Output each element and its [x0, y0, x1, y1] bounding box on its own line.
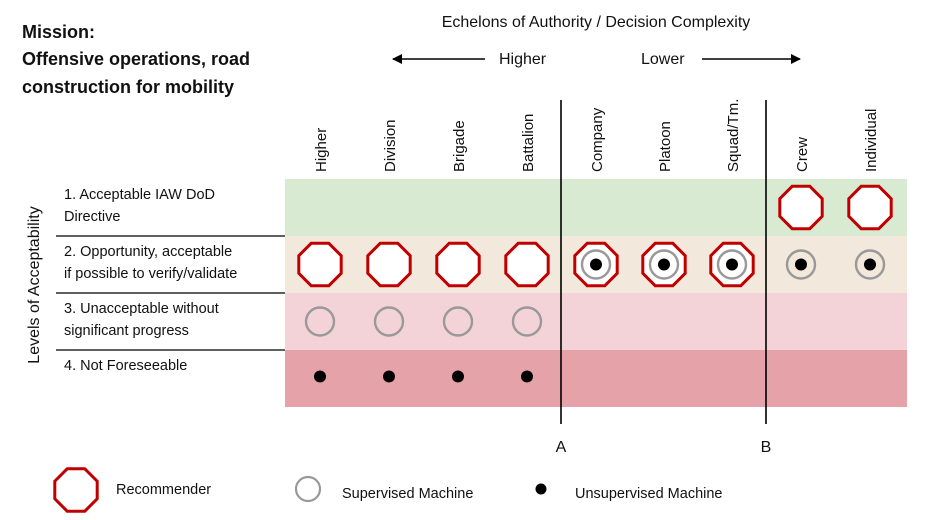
supervised-mark	[442, 306, 474, 337]
legend-unsupervised-icon	[535, 483, 547, 495]
supervised-mark	[511, 306, 543, 337]
column-label: Company	[589, 107, 606, 172]
recommender-mark	[504, 241, 550, 288]
divider-a-label: A	[556, 439, 567, 456]
supervised-mark	[648, 249, 680, 280]
cell-5-1	[641, 241, 687, 288]
unsupervised-mark	[383, 370, 395, 383]
cell-0-2	[304, 306, 336, 337]
higher-label: Higher	[499, 51, 547, 68]
supervised-mark	[373, 306, 405, 337]
column-labels: Higher Division Brigade Battalion Company Pla…	[313, 99, 880, 172]
column-label: Platoon	[657, 121, 674, 172]
legend-recommender-icon	[53, 467, 99, 513]
cell-0-3	[314, 370, 326, 383]
column-label: Battalion	[520, 114, 537, 172]
column-label: Crew	[794, 137, 811, 172]
unsupervised-mark	[314, 370, 326, 383]
cell-3-3	[521, 370, 533, 383]
legend-supervised-label: Supervised Machine	[342, 486, 473, 502]
cell-marks	[297, 184, 893, 383]
level-1-label-line2: Directive	[64, 209, 120, 225]
level-3-label-line2: significant progress	[64, 323, 189, 339]
cell-7-0	[778, 184, 824, 231]
supervised-mark	[716, 249, 748, 280]
cell-2-2	[442, 306, 474, 337]
recommender-mark	[297, 241, 343, 288]
cell-1-3	[383, 370, 395, 383]
recommender-mark	[847, 184, 893, 231]
legend-recommender-label: Recommender	[116, 482, 211, 498]
supervised-mark	[785, 249, 817, 280]
cell-8-1	[854, 249, 886, 280]
column-label: Individual	[863, 109, 880, 172]
legend-supervised-icon	[294, 475, 322, 503]
cell-0-1	[297, 241, 343, 288]
unsupervised-mark	[658, 258, 670, 271]
cell-4-1	[573, 241, 619, 288]
lower-label: Lower	[641, 51, 685, 68]
header-title: Echelons of Authority / Decision Complex…	[442, 14, 751, 31]
cell-7-1	[785, 249, 817, 280]
column-label: Higher	[313, 128, 330, 172]
level-4-label: 4. Not Foreseeable	[64, 358, 187, 374]
mission-label: Mission:	[22, 22, 95, 42]
level-2-label: 2. Opportunity, acceptable	[64, 244, 232, 260]
supervised-mark	[304, 306, 336, 337]
cell-3-1	[504, 241, 550, 288]
cell-6-1	[709, 241, 755, 288]
legend: Recommender Supervised Machine Unsupervi…	[53, 467, 723, 513]
unsupervised-mark	[452, 370, 464, 383]
cell-2-1	[435, 241, 481, 288]
unsupervised-mark	[590, 258, 602, 271]
cell-1-1	[366, 241, 412, 288]
level-band-4	[285, 350, 907, 407]
legend-unsupervised-label: Unsupervised Machine	[575, 486, 723, 502]
level-band-3	[285, 293, 907, 350]
cell-1-2	[373, 306, 405, 337]
unsupervised-mark	[795, 258, 807, 271]
cell-2-3	[452, 370, 464, 383]
y-axis-label: Levels of Acceptability	[26, 206, 43, 363]
supervised-mark	[580, 249, 612, 280]
unsupervised-mark	[726, 258, 738, 271]
unsupervised-mark	[864, 258, 876, 271]
unsupervised-mark	[521, 370, 533, 383]
column-label: Brigade	[451, 120, 468, 172]
cell-3-2	[511, 306, 543, 337]
column-label: Division	[382, 119, 399, 172]
level-labels: 1. Acceptable IAW DoD Directive 2. Opportu…	[56, 187, 285, 374]
supervised-mark	[854, 249, 886, 280]
cell-8-0	[847, 184, 893, 231]
recommender-mark	[778, 184, 824, 231]
recommender-mark	[366, 241, 412, 288]
level-1-label: 1. Acceptable IAW DoD	[64, 187, 215, 203]
recommender-mark	[435, 241, 481, 288]
level-3-label: 3. Unacceptable without	[64, 301, 219, 317]
column-label: Squad/Tm.	[725, 99, 742, 172]
mission-line-3: construction for mobility	[22, 77, 234, 97]
mission-line-2: Offensive operations, road	[22, 49, 250, 69]
divider-b-label: B	[761, 439, 772, 456]
recommender-octagon	[53, 467, 99, 513]
level-2-label-line2: if possible to verify/validate	[64, 266, 237, 282]
